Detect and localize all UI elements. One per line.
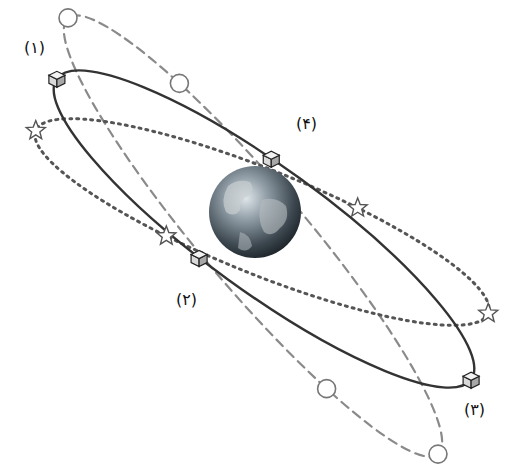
callout-number: (۲) bbox=[176, 292, 197, 308]
circle-satellite bbox=[170, 74, 188, 92]
cube-satellite bbox=[49, 71, 65, 87]
star-satellite bbox=[479, 303, 498, 321]
circle-satellite bbox=[318, 380, 336, 398]
cube-face bbox=[191, 251, 207, 259]
circle-satellite bbox=[429, 445, 447, 463]
earth-land bbox=[223, 181, 252, 215]
cube-satellite bbox=[463, 372, 479, 388]
dotted-orbit bbox=[16, 82, 507, 361]
star-satellite bbox=[157, 226, 176, 244]
earth-land bbox=[238, 232, 252, 251]
solid-orbit bbox=[20, 28, 507, 429]
callout-number: (۳) bbox=[464, 402, 485, 418]
earth bbox=[209, 166, 301, 258]
cube-face bbox=[463, 372, 479, 380]
cube-face bbox=[49, 71, 65, 79]
callout-number: (۱) bbox=[24, 40, 45, 56]
earth-globe bbox=[209, 166, 301, 258]
cube-satellite bbox=[191, 251, 207, 267]
dashed-orbit bbox=[28, 0, 477, 471]
star-satellite bbox=[348, 198, 367, 216]
cube-satellite bbox=[263, 151, 279, 167]
circle-satellite bbox=[59, 9, 77, 27]
callout-number: (۴) bbox=[296, 116, 317, 132]
earth-land bbox=[259, 199, 287, 234]
cube-face bbox=[263, 151, 279, 159]
star-satellite bbox=[26, 121, 45, 139]
